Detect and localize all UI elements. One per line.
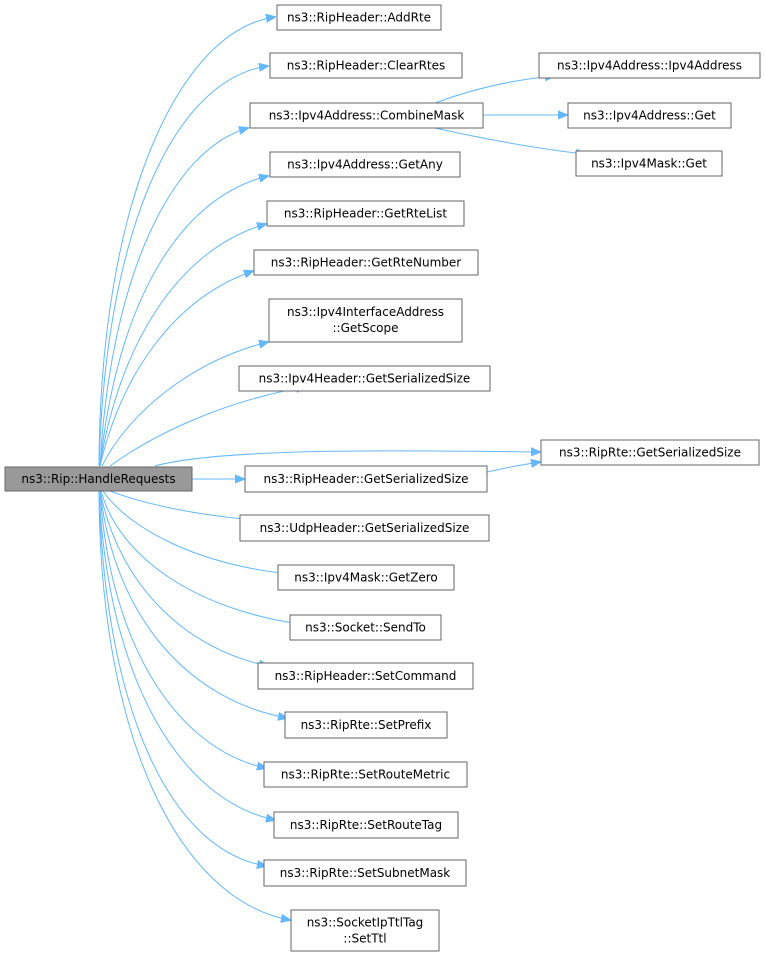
node-getzero-label: ns3::Ipv4Mask::GetZero [294, 571, 437, 585]
edge-to-sendto [100, 490, 300, 624]
node-riprtesize[interactable]: ns3::RipRte::GetSerializedSize [540, 439, 760, 466]
edge-to-getscope [101, 342, 268, 467]
node-sendto[interactable]: ns3::Socket::SendTo [289, 614, 442, 641]
node-setcommand-label: ns3::RipHeader::SetCommand [275, 669, 457, 683]
node-ipv4hdrsize-label: ns3::Ipv4Header::GetSerializedSize [259, 372, 471, 386]
node-riphdrsize[interactable]: ns3::RipHeader::GetSerializedSize [244, 465, 488, 493]
node-ipv4addr-label: ns3::Ipv4Address::Ipv4Address [557, 59, 742, 73]
edge-riphdrsize-to-riprtesize [486, 462, 540, 473]
edge-to-ipv4hdrsize [109, 387, 305, 467]
call-nodes: ns3::Rip::HandleRequests ns3::RipHeader:… [4, 4, 761, 952]
node-setroutemetric-label: ns3::RipRte::SetRouteMetric [281, 768, 450, 782]
node-getscope[interactable]: ns3::Ipv4InterfaceAddress ::GetScope [268, 298, 463, 343]
node-clearrtes[interactable]: ns3::RipHeader::ClearRtes [269, 52, 463, 79]
edge-to-getzero [102, 490, 290, 574]
node-getany[interactable]: ns3::Ipv4Address::GetAny [269, 151, 461, 178]
node-setroutetag[interactable]: ns3::RipRte::SetRouteTag [273, 811, 459, 839]
node-setroutemetric[interactable]: ns3::RipRte::SetRouteMetric [263, 761, 468, 788]
node-ipv4addrget[interactable]: ns3::Ipv4Address::Get [567, 102, 732, 129]
node-clearrtes-label: ns3::RipHeader::ClearRtes [287, 59, 446, 73]
node-setprefix[interactable]: ns3::RipRte::SetPrefix [284, 711, 448, 739]
edge-to-getrtelist [99, 224, 266, 467]
edge-to-getany [99, 176, 268, 467]
edge-to-addrte [98, 17, 275, 467]
node-maskget-label: ns3::Ipv4Mask::Get [591, 157, 707, 171]
node-setttl-label-2: ::SetTtl [343, 932, 386, 946]
node-getrtenumber[interactable]: ns3::RipHeader::GetRteNumber [253, 249, 479, 276]
node-ipv4hdrsize[interactable]: ns3::Ipv4Header::GetSerializedSize [238, 365, 491, 392]
node-getrtelist-label: ns3::RipHeader::GetRteList [284, 207, 448, 221]
node-getany-label: ns3::Ipv4Address::GetAny [287, 158, 443, 172]
node-getrtenumber-label: ns3::RipHeader::GetRteNumber [271, 256, 462, 270]
node-root[interactable]: ns3::Rip::HandleRequests [4, 466, 193, 492]
edge-to-riprtesize [154, 451, 540, 467]
edge-to-combinemask [99, 128, 248, 467]
node-root-label: ns3::Rip::HandleRequests [21, 472, 175, 486]
node-setttl-label-1: ns3::SocketIpTtlTag [307, 916, 424, 930]
edge-to-setttl [98, 490, 290, 920]
node-setprefix-label: ns3::RipRte::SetPrefix [301, 718, 432, 732]
node-maskget[interactable]: ns3::Ipv4Mask::Get [575, 150, 723, 177]
node-combinemask[interactable]: ns3::Ipv4Address::CombineMask [249, 102, 484, 129]
node-addrte[interactable]: ns3::RipHeader::AddRte [276, 4, 442, 31]
edge-to-setcommand [99, 490, 268, 666]
node-setcommand[interactable]: ns3::RipHeader::SetCommand [257, 662, 474, 690]
edge-to-getrtenumber [99, 271, 253, 467]
node-setroutetag-label: ns3::RipRte::SetRouteTag [290, 818, 442, 832]
node-setttl[interactable]: ns3::SocketIpTtlTag ::SetTtl [290, 909, 440, 952]
node-getzero[interactable]: ns3::Ipv4Mask::GetZero [277, 564, 455, 591]
node-setsubnetmask-label: ns3::RipRte::SetSubnetMask [280, 866, 451, 880]
node-sendto-label: ns3::Socket::SendTo [305, 621, 426, 635]
node-udphdrsize-label: ns3::UdpHeader::GetSerializedSize [260, 521, 470, 535]
edge-combinemask-to-ipv4addr [434, 76, 554, 104]
edge-to-clearrtes [98, 66, 268, 467]
node-getscope-label-1: ns3::Ipv4InterfaceAddress [287, 305, 444, 319]
edge-to-setroutetag [98, 490, 275, 820]
node-combinemask-label: ns3::Ipv4Address::CombineMask [269, 109, 465, 123]
edge-combinemask-to-maskget [434, 127, 585, 154]
edge-to-setsubnetmask [98, 490, 266, 866]
node-addrte-label: ns3::RipHeader::AddRte [287, 11, 431, 25]
node-riphdrsize-label: ns3::RipHeader::GetSerializedSize [263, 472, 468, 486]
node-setsubnetmask[interactable]: ns3::RipRte::SetSubnetMask [263, 859, 467, 887]
node-ipv4addr[interactable]: ns3::Ipv4Address::Ipv4Address [538, 52, 761, 79]
call-edges [98, 17, 585, 920]
node-ipv4addrget-label: ns3::Ipv4Address::Get [583, 109, 716, 123]
node-riprtesize-label: ns3::RipRte::GetSerializedSize [559, 446, 741, 460]
node-getrtelist[interactable]: ns3::RipHeader::GetRteList [266, 200, 465, 227]
node-getscope-label-2: ::GetScope [332, 321, 398, 335]
node-udphdrsize[interactable]: ns3::UdpHeader::GetSerializedSize [239, 514, 490, 542]
edge-to-setprefix [99, 490, 287, 718]
edge-to-setroutemetric [99, 490, 266, 768]
